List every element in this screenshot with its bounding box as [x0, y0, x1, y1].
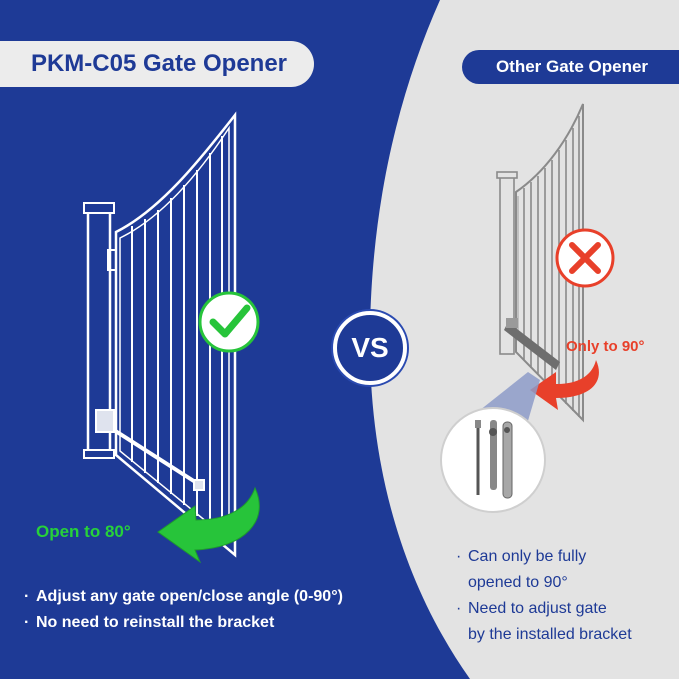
left-feature-item: ·No need to reinstall the bracket	[24, 614, 275, 631]
right-feature-item: ·Can only be fully	[456, 548, 587, 565]
left-panel-title: PKM-C05 Gate Opener	[0, 41, 314, 87]
vs-badge: VS	[333, 311, 407, 385]
left-feature-item: ·Adjust any gate open/close angle (0-90°…	[24, 588, 343, 605]
right-angle-callout: Only to 90°	[566, 338, 645, 355]
left-angle-callout: Open to 80°	[36, 522, 131, 541]
right-feature-list: ·Can only be fully opened to 90° ·Need t…	[456, 544, 632, 648]
actuator-arm	[504, 322, 560, 370]
left-feature-list: ·Adjust any gate open/close angle (0-90°…	[24, 584, 343, 636]
limited-arrow-icon	[530, 360, 599, 410]
check-icon	[198, 291, 260, 353]
right-feature-item-continued: by the installed bracket	[468, 626, 632, 643]
right-feature-item-continued: opened to 90°	[468, 574, 568, 591]
right-feature-item: ·Need to adjust gate	[456, 600, 607, 617]
right-panel-title: Other Gate Opener	[462, 50, 679, 84]
cross-icon	[555, 228, 615, 288]
actuator-detail-icon	[440, 407, 546, 513]
open-arrow-icon	[157, 486, 260, 564]
left-gate-drawing	[83, 111, 237, 558]
